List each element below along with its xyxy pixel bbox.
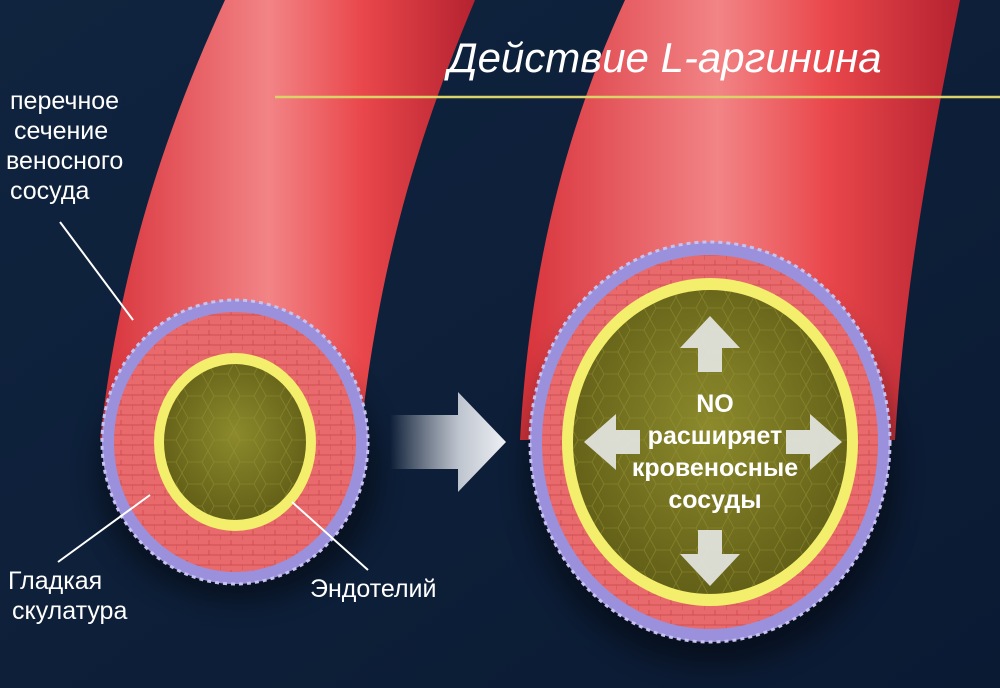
pointer-cross-section [59,221,134,321]
page-title: Действие L-аргинина [448,34,882,81]
label-line: скулатура [12,597,128,625]
no-effect-line: кровеносные [631,454,799,482]
label-cross-section: перечное сечение веносного сосуда [0,86,123,206]
label-smooth-muscle: Гладкая скулатура [0,566,127,626]
transition-arrow-icon [390,392,506,492]
pointer-endothelium [291,501,369,571]
arrow-down-icon [680,530,740,586]
no-effect-text: NO расширяет кровеносные сосуды [580,388,850,516]
arrow-left-icon [584,414,640,470]
vessel-right-cross-section [528,240,892,644]
arrow-right-icon [786,414,842,470]
vessel-left-cross-section [100,298,370,586]
label-line: сосуда [10,177,90,205]
label-line: сечение [14,117,109,145]
label-line: Гладкая [8,567,103,595]
label-endothelium: Эндотелий [310,575,437,603]
label-line: перечное [10,87,120,115]
no-effect-line: сосуды [668,486,762,514]
no-effect-line: расширяет [647,422,783,450]
label-line: веносного [6,147,124,175]
no-effect-line: NO [696,390,734,418]
pointer-smooth-muscle [57,494,151,563]
arrow-up-icon [680,316,740,372]
expansion-arrows [584,316,842,586]
